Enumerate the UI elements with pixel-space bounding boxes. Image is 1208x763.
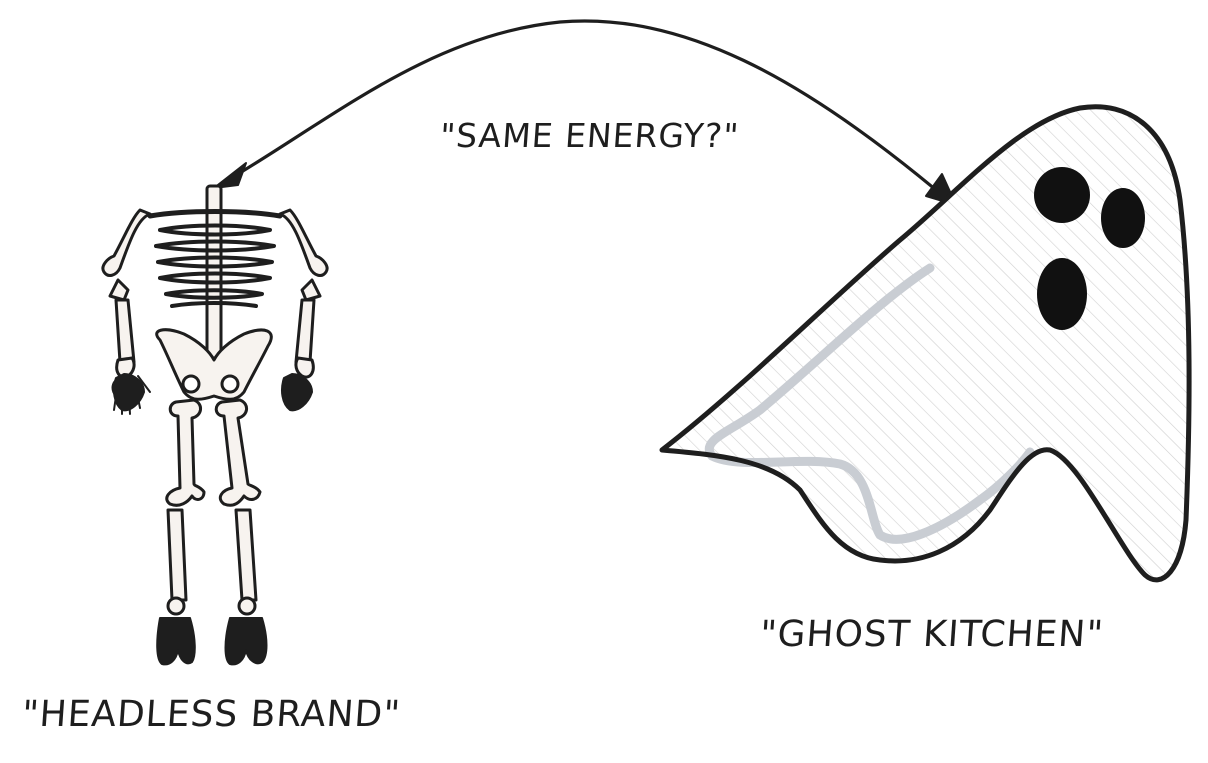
ghost-eye-right [1101,188,1145,248]
arrow-caption: "SAME ENERGY?" [438,116,741,155]
ghost-eye-left [1034,167,1090,223]
headless-brand-label: "HEADLESS BRAND" [20,694,403,735]
ghost-kitchen-label: "GHOST KITCHEN" [758,614,1106,655]
ghost-mouth [1037,258,1087,330]
double-headed-arrow [213,19,957,206]
skeleton-icon [101,184,329,666]
ghost-icon [659,104,1192,583]
